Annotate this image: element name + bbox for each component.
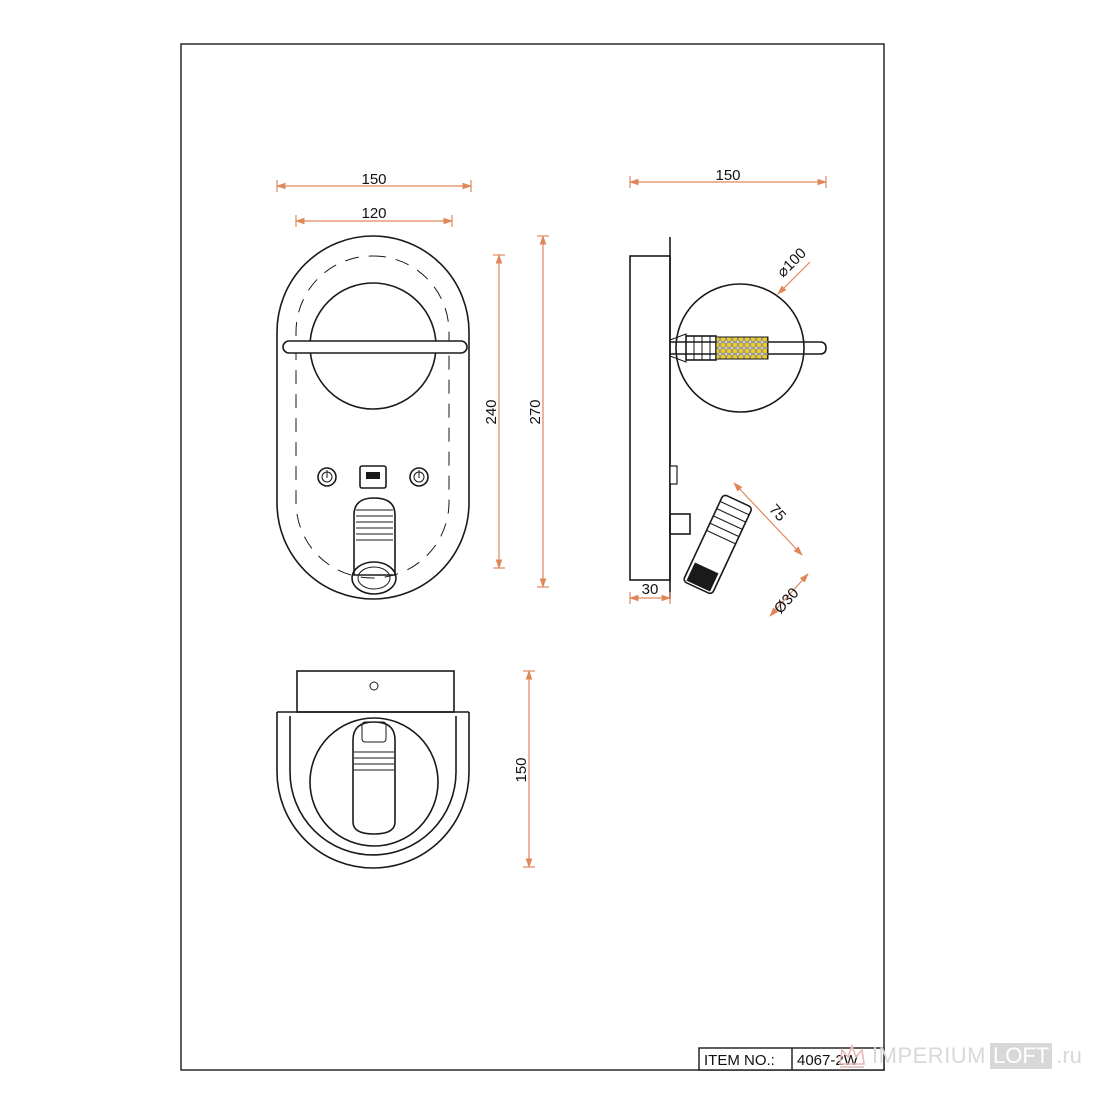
- side-switch: [669, 465, 678, 485]
- watermark-brand-highlight: LOFT: [990, 1043, 1053, 1069]
- front-view: 150 120 240 270: [276, 171, 549, 600]
- dim-height-270: 270: [527, 399, 544, 424]
- watermark-brand: IMPERIUM: [872, 1043, 986, 1068]
- side-reading-spot: [669, 494, 752, 595]
- reading-spot-front: [351, 497, 397, 595]
- bottom-box: [296, 670, 455, 713]
- light-bar: [282, 340, 468, 354]
- backplate-outline: [276, 235, 470, 600]
- bottom-view: 150: [276, 670, 535, 869]
- sheet-border: [180, 43, 885, 1071]
- dim-globe-diameter: ⌀100: [774, 245, 810, 281]
- dim-bottom-150: 150: [513, 757, 530, 782]
- bottom-spot: [352, 721, 396, 835]
- left-switch: [317, 467, 337, 487]
- dim-depth-30: 30: [642, 581, 659, 598]
- dim-spot-diameter: Ø30: [771, 585, 803, 617]
- watermark-domain: .ru: [1056, 1043, 1082, 1068]
- title-block: ITEM NO.: 4067-2W: [698, 1047, 885, 1071]
- dim-arm-75: 75: [765, 501, 789, 525]
- dim-height-240: 240: [483, 399, 500, 424]
- bottom-shell-outer: [276, 712, 470, 869]
- backplate-inner-dashed: [295, 255, 450, 579]
- led-bulb: [669, 333, 769, 363]
- right-switch: [409, 467, 429, 487]
- side-backplate: [629, 255, 671, 581]
- item-number-label: ITEM NO.:: [704, 1052, 775, 1069]
- dim-width-120: 120: [361, 205, 386, 222]
- bottom-shell-inner: [289, 716, 457, 856]
- side-globe: [675, 283, 805, 413]
- crown-icon: [839, 1043, 865, 1068]
- side-light-bar: [670, 341, 827, 355]
- bottom-globe: [309, 717, 439, 847]
- usb-port: [359, 465, 387, 489]
- side-view: 150 ⌀100 75 Ø30 30: [629, 167, 827, 617]
- bottom-screw-hole: [369, 681, 379, 691]
- dim-side-width-150: 150: [715, 167, 740, 184]
- dim-width-150: 150: [361, 171, 386, 188]
